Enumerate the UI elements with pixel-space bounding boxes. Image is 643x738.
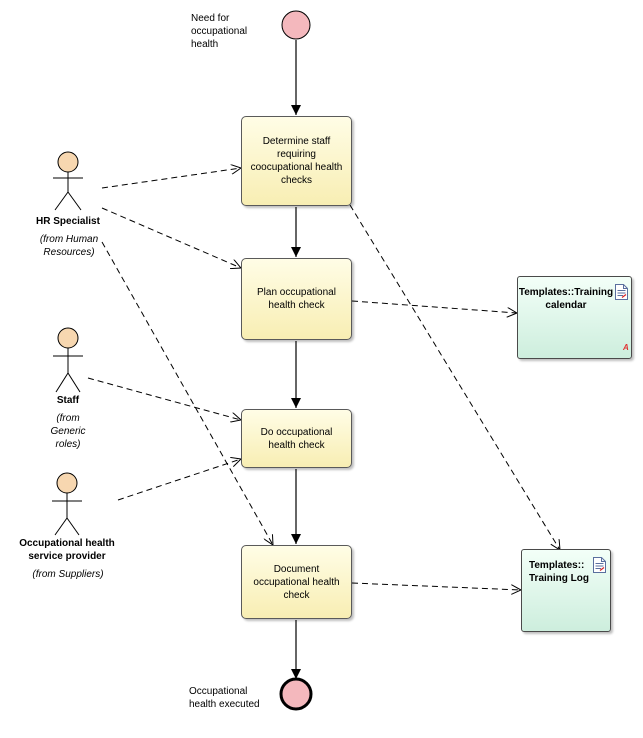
artifact-training-log-title: Templates:: Training Log	[529, 560, 589, 584]
dep-hr-to-plan[interactable]	[101, 207, 241, 268]
dep-hr-to-document[interactable]	[101, 241, 273, 545]
final-node[interactable]	[279, 677, 313, 711]
actor-staff-name: Staff	[56, 395, 80, 406]
initial-node[interactable]	[281, 10, 311, 40]
dep-determine-to-log[interactable]	[349, 204, 560, 550]
action-do-check[interactable]: Do occupational health check	[241, 409, 352, 468]
dep-hr-to-determine[interactable]	[101, 168, 241, 189]
dep-document-to-log[interactable]	[351, 582, 521, 590]
actor-hr-from: (from Human Resources)	[39, 234, 99, 258]
document-icon	[615, 284, 628, 300]
artifact-training-calendar-title: Templates::Training calendar	[518, 287, 614, 311]
actor-ohsp-from: (from Suppliers)	[32, 569, 104, 580]
dependencies	[87, 168, 560, 590]
dep-ohsp-to-do[interactable]	[117, 459, 241, 501]
action-plan-check[interactable]: Plan occupational health check	[241, 258, 352, 340]
actor-ohsp-icon[interactable]	[52, 472, 82, 536]
action-determine-staff[interactable]: Determine staff requiring coocupational …	[241, 116, 352, 206]
dep-staff-to-do[interactable]	[87, 377, 241, 420]
initial-node-label: Need for occupational health	[191, 13, 248, 50]
action-document-check[interactable]: Document occupational health check	[241, 545, 352, 619]
artifact-calendar-marker: A	[623, 343, 629, 352]
artifact-training-calendar[interactable]: Templates::Training calendar A	[517, 276, 632, 359]
actor-ohsp-name: Occupational health service provider	[19, 538, 115, 562]
dep-plan-to-calendar[interactable]	[351, 300, 517, 313]
actor-hr-name: HR Specialist	[36, 216, 100, 227]
actor-hr-specialist-icon[interactable]	[53, 151, 83, 211]
actor-staff-icon[interactable]	[53, 327, 83, 393]
artifact-training-log[interactable]: Templates:: Training Log	[521, 549, 611, 632]
document-icon	[593, 557, 606, 573]
actor-staff-from: (from Generic roles)	[50, 413, 86, 450]
final-node-label: Occupational health executed	[189, 686, 260, 710]
